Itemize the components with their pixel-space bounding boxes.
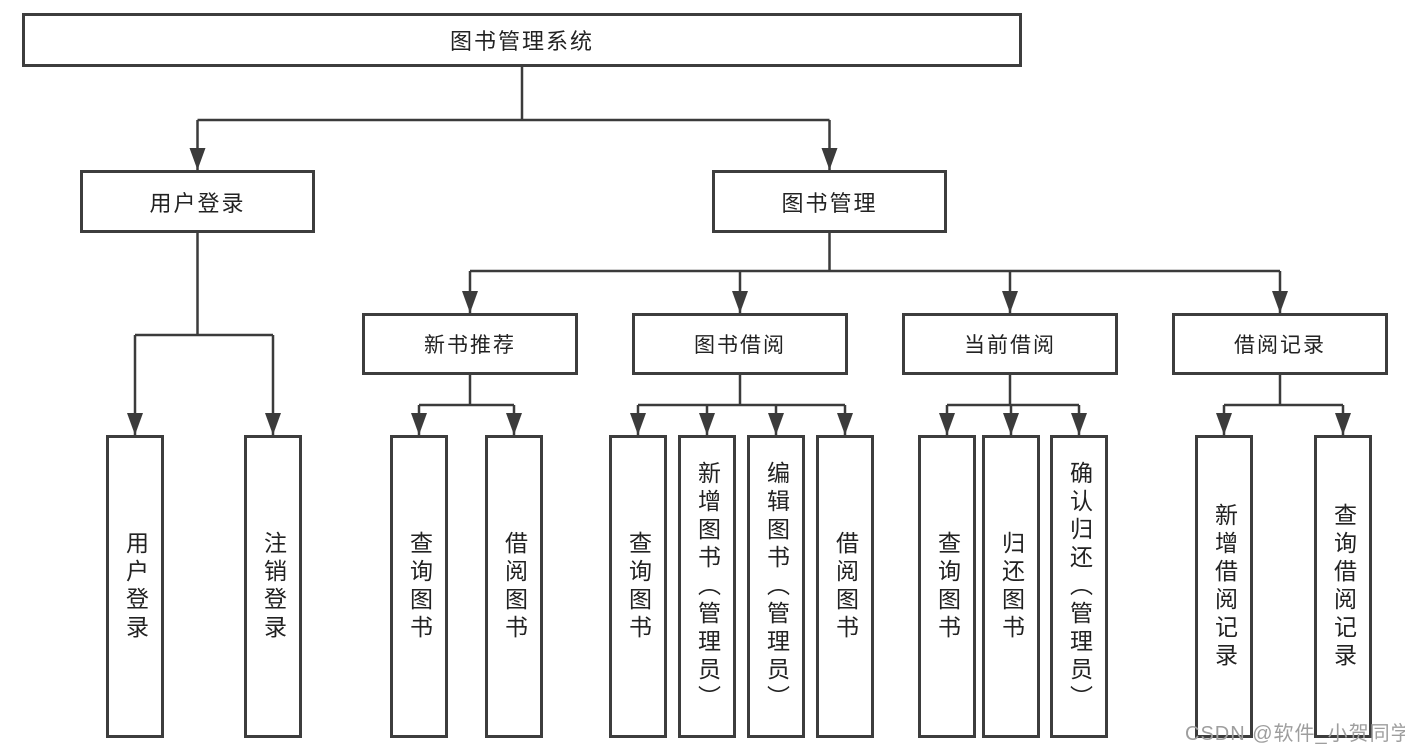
node-root-system: 图书管理系统 <box>22 13 1022 67</box>
node-new-book-recommend: 新书推荐 <box>362 313 578 375</box>
leaf-label: 查询借阅记录 <box>1330 502 1357 671</box>
leaf-borrow-books: 借阅图书 <box>816 435 874 738</box>
leaf-label: 用户登录 <box>122 530 149 643</box>
leaf-add-books-admin: 新增图书（管理员） <box>678 435 736 738</box>
leaf-label: 确认归还（管理员） <box>1066 460 1093 713</box>
leaf-borrow-books-recommend: 借阅图书 <box>485 435 543 738</box>
leaf-query-books-borrowing: 查询图书 <box>609 435 667 738</box>
leaf-logout: 注销登录 <box>244 435 302 738</box>
leaf-query-borrow-record: 查询借阅记录 <box>1314 435 1372 738</box>
leaf-return-books: 归还图书 <box>982 435 1040 738</box>
leaf-confirm-return-admin: 确认归还（管理员） <box>1050 435 1108 738</box>
leaf-label: 查询图书 <box>934 530 961 643</box>
leaf-label: 新增图书（管理员） <box>694 460 721 713</box>
leaf-user-login: 用户登录 <box>106 435 164 738</box>
leaf-label: 查询图书 <box>625 530 652 643</box>
leaf-label: 借阅图书 <box>501 530 528 643</box>
leaf-add-borrow-record: 新增借阅记录 <box>1195 435 1253 738</box>
node-user-login-branch: 用户登录 <box>80 170 315 233</box>
leaf-query-books-recommend: 查询图书 <box>390 435 448 738</box>
leaf-label: 编辑图书（管理员） <box>763 460 790 713</box>
leaf-query-books-current: 查询图书 <box>918 435 976 738</box>
node-book-management-branch: 图书管理 <box>712 170 947 233</box>
csdn-watermark: CSDN @软件_小贺同学 <box>1185 723 1405 745</box>
leaf-label: 查询图书 <box>406 530 433 643</box>
leaf-label: 新增借阅记录 <box>1211 502 1238 671</box>
leaf-edit-books-admin: 编辑图书（管理员） <box>747 435 805 738</box>
leaf-label: 归还图书 <box>998 530 1025 643</box>
leaf-label: 注销登录 <box>260 530 287 643</box>
leaf-label: 借阅图书 <box>832 530 859 643</box>
node-book-borrowing: 图书借阅 <box>632 313 848 375</box>
node-current-borrowing: 当前借阅 <box>902 313 1118 375</box>
node-borrow-records: 借阅记录 <box>1172 313 1388 375</box>
